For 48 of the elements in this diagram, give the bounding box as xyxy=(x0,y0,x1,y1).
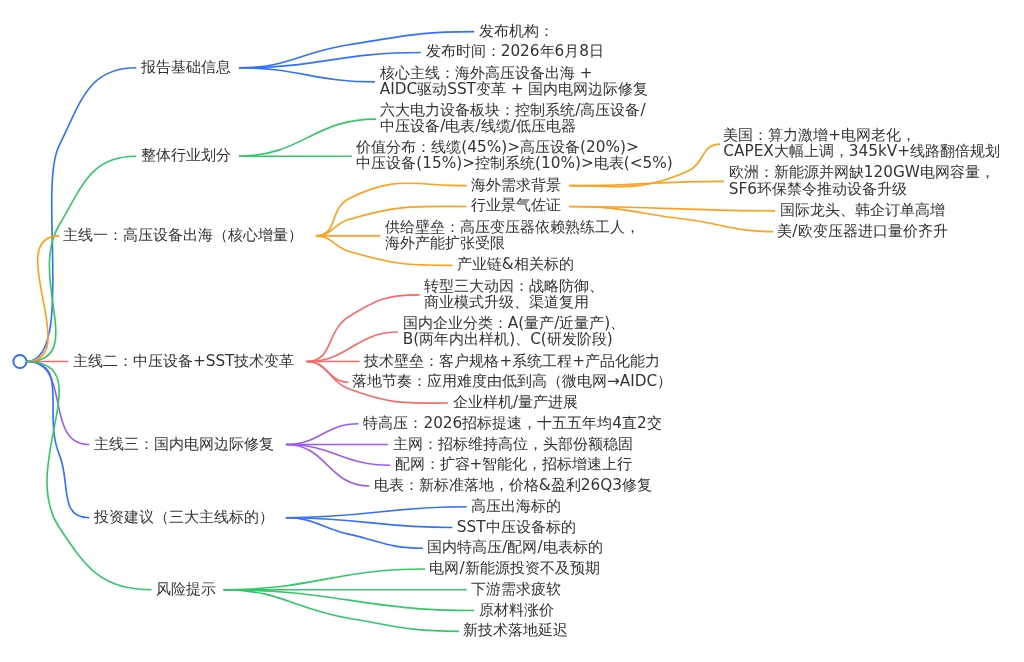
connector xyxy=(567,205,774,232)
connector xyxy=(237,66,376,83)
connector xyxy=(567,142,721,188)
node-text: 海外需求背景 xyxy=(470,175,561,194)
node-text: 报告基础信息 xyxy=(140,57,231,76)
node-text: 发布时间：2026年6月8日 xyxy=(425,41,604,60)
node-text: 国际龙头、韩企订单高增 xyxy=(779,200,945,219)
node-text: 主线三：国内电网边际修复 xyxy=(93,434,274,453)
connector xyxy=(305,360,449,404)
node-text: 产业链&相关标的 xyxy=(456,254,574,273)
node-text: 转型三大动因：战略防御、商业模式升级、渠道复用 xyxy=(423,276,604,311)
node-text: 发布机构： xyxy=(478,21,554,40)
node-text: 下游需求疲软 xyxy=(470,579,561,598)
node-text: 高压出海标的 xyxy=(470,496,561,515)
node-text: 主线一：高压设备出海（核心增量） xyxy=(62,225,303,244)
node-text: 原材料涨价 xyxy=(478,600,554,619)
node-text: 风险提示 xyxy=(155,579,216,598)
node-text: 电网/新能源投资不及预期 xyxy=(428,558,600,577)
connector xyxy=(237,154,353,157)
node-text: 国内企业分类：A(量产/近量产)、B(两年内出样机)、C(研发阶段) xyxy=(402,313,625,348)
node-text: 电表：新标准落地，价格&盈利26Q3修复 xyxy=(373,475,652,494)
node-text: 六大电力设备板块：控制系统/高压设备/中压设备/电表/线缆/低压电器 xyxy=(379,100,646,135)
node-text: 特高压：2026招标提速，十五五年均4直2交 xyxy=(362,413,662,432)
node-text: 供给壁垒：高压变压器依赖熟练工人，海外产能扩张受限 xyxy=(384,217,640,252)
node-text: SST中压设备标的 xyxy=(456,517,576,536)
node-text: 新技术落地延迟 xyxy=(462,620,568,639)
node-text: 国内特高压/配网/电表标的 xyxy=(426,537,603,556)
connector xyxy=(567,180,725,186)
node-text: 主网：招标维持高位，头部份额稳固 xyxy=(392,434,633,453)
node-text: 美国：算力激增+电网老化，CAPEX大幅上调，345kV+线路翻倍规划 xyxy=(722,125,1000,160)
connector xyxy=(314,234,453,266)
node-text: 技术壁垒：客户规格+系统工程+产品化能力 xyxy=(364,351,660,370)
node-text: 价值分布：线缆(45%)>高压设备(20%)>中压设备(15%)>控制系统(10%)>电表(<5%) xyxy=(355,137,673,172)
node-circle xyxy=(11,353,27,369)
node-text: 配网：扩容+智能化，招标增速上行 xyxy=(394,454,632,473)
node-text: 主线二：中压设备+SST技术变革 xyxy=(72,351,294,370)
node-text: 整体行业划分 xyxy=(140,145,231,164)
node-text: 美/欧变压器进口量价齐升 xyxy=(776,221,948,240)
node-text: 企业样机/量产进展 xyxy=(452,392,578,411)
connector xyxy=(237,117,377,157)
node-text: 投资建议（三大主线标的） xyxy=(93,507,274,526)
node-text: 落地节奏：应用难度由低到高（微电网→AIDC） xyxy=(351,371,672,390)
connector xyxy=(284,443,370,487)
node-text: 欧洲：新能源并网缺120GW电网容量，SF6环保禁令推动设备升级 xyxy=(728,162,995,198)
connector xyxy=(284,516,424,549)
node-text: 行业景气佐证 xyxy=(470,195,561,214)
node-text: 核心主线：海外高压设备出海 + AIDC驱动SST变革 + 国内电网边际修复 xyxy=(379,63,648,98)
connector xyxy=(222,588,460,632)
